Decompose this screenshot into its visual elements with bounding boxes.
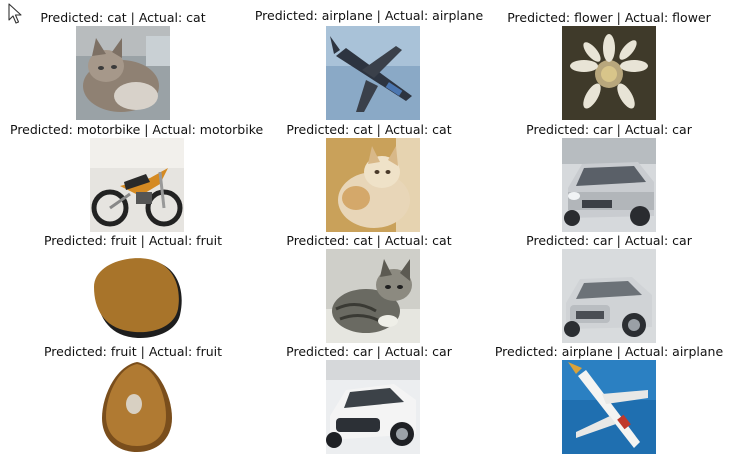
prediction-caption: Predicted: cat | Actual: cat <box>286 233 452 248</box>
prediction-caption: Predicted: fruit | Actual: fruit <box>43 344 223 359</box>
fruit-image <box>90 360 184 454</box>
result-cell-3-1: Predicted: fruit | Actual: fruit <box>10 227 256 343</box>
result-cell-1-2: Predicted: airplane | Actual: airplane <box>246 2 492 120</box>
airplane-image <box>562 360 656 454</box>
result-cell-2-1: Predicted: motorbike | Actual: motorbike <box>10 116 264 232</box>
mouse-pointer-icon <box>8 3 22 24</box>
fruit-image <box>90 249 184 343</box>
cat-image <box>76 26 170 120</box>
cat-image <box>326 249 420 343</box>
result-cell-3-2: Predicted: cat | Actual: cat <box>246 227 492 343</box>
prediction-caption: Predicted: car | Actual: car <box>526 233 692 248</box>
car-image <box>562 138 656 232</box>
result-cell-2-3: Predicted: car | Actual: car <box>486 116 732 232</box>
car-image <box>562 249 656 343</box>
prediction-caption: Predicted: motorbike | Actual: motorbike <box>10 122 264 137</box>
airplane-image <box>326 26 420 120</box>
prediction-caption: Predicted: airplane | Actual: airplane <box>494 344 724 359</box>
result-cell-4-2: Predicted: car | Actual: car <box>246 338 492 454</box>
prediction-caption: Predicted: car | Actual: car <box>526 122 692 137</box>
prediction-caption: Predicted: cat | Actual: cat <box>40 10 206 25</box>
flower-image <box>562 26 656 120</box>
result-cell-2-2: Predicted: cat | Actual: cat <box>246 116 492 232</box>
cat-image <box>326 138 420 232</box>
result-cell-4-1: Predicted: fruit | Actual: fruit <box>10 338 256 454</box>
result-cell-1-3: Predicted: flower | Actual: flower <box>486 4 732 120</box>
prediction-caption: Predicted: airplane | Actual: airplane <box>254 8 484 23</box>
motorbike-image <box>90 138 184 232</box>
result-cell-3-3: Predicted: car | Actual: car <box>486 227 732 343</box>
car-image <box>326 360 420 454</box>
result-cell-1-1: Predicted: cat | Actual: cat <box>0 4 246 120</box>
prediction-caption: Predicted: car | Actual: car <box>286 344 452 359</box>
result-cell-4-3: Predicted: airplane | Actual: airplane <box>486 338 732 454</box>
prediction-caption: Predicted: fruit | Actual: fruit <box>43 233 223 248</box>
prediction-caption: Predicted: flower | Actual: flower <box>507 10 711 25</box>
prediction-caption: Predicted: cat | Actual: cat <box>286 122 452 137</box>
